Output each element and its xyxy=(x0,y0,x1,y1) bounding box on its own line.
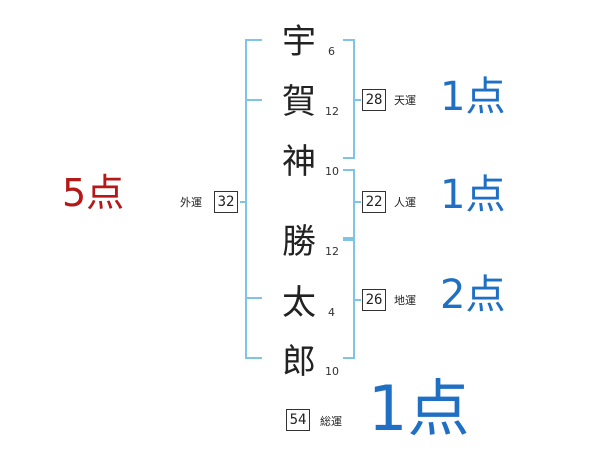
chiun-score: 2点 xyxy=(440,275,505,315)
stroke-count-5: 4 xyxy=(328,306,335,319)
name-char-4: 勝 xyxy=(282,222,316,262)
chiun-label: 地運 xyxy=(394,294,416,307)
chiun-score-text: 2点 xyxy=(440,272,506,318)
tenun-score-text: 1点 xyxy=(440,74,506,120)
gaiun-score-text: 5点 xyxy=(62,171,125,215)
tenun-bracket xyxy=(343,39,355,159)
chiun-bracket xyxy=(343,239,355,359)
gaiun-score: 5点 xyxy=(62,174,124,212)
chiun-value-box: 26 xyxy=(362,289,386,311)
jinun-bracket xyxy=(343,169,355,239)
jinun-score: 1点 xyxy=(440,175,505,215)
name-char-5: 太 xyxy=(282,283,316,323)
souun-score-text: 1点 xyxy=(368,372,470,445)
stroke-count-1: 6 xyxy=(328,45,335,58)
gaiun-bracket xyxy=(245,39,262,359)
tenun-score: 1点 xyxy=(440,77,505,117)
jinun-label: 人運 xyxy=(394,196,416,209)
name-char-1: 宇 xyxy=(282,22,316,62)
name-char-2: 賀 xyxy=(282,82,316,122)
souun-value-box: 54 xyxy=(286,409,310,431)
stroke-count-2: 12 xyxy=(325,105,339,118)
name-char-6: 郎 xyxy=(282,342,316,382)
tenun-label: 天運 xyxy=(394,94,416,107)
souun-score: 1点 xyxy=(368,378,469,440)
gaiun-value-box: 32 xyxy=(214,191,238,213)
souun-label: 総運 xyxy=(320,415,342,428)
stroke-count-4: 12 xyxy=(325,245,339,258)
stroke-count-6: 10 xyxy=(325,365,339,378)
gaiun-label: 外運 xyxy=(180,196,202,209)
jinun-score-text: 1点 xyxy=(440,172,506,218)
tenun-value-box: 28 xyxy=(362,89,386,111)
jinun-value-box: 22 xyxy=(362,191,386,213)
stroke-count-3: 10 xyxy=(325,165,339,178)
name-char-3: 神 xyxy=(282,142,316,182)
